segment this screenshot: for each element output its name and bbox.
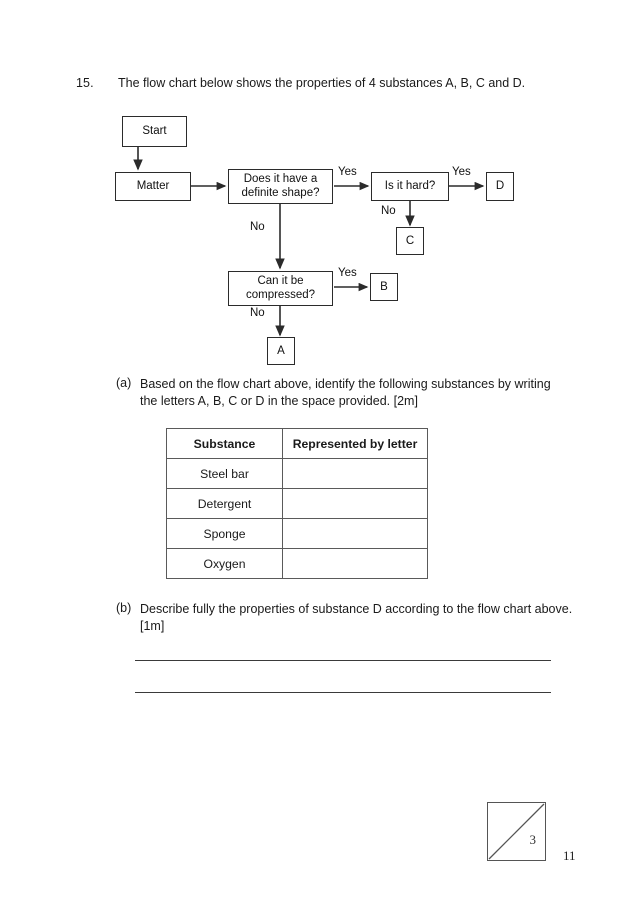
flowchart-node-a: A	[267, 337, 295, 365]
table-header-substance: Substance	[166, 428, 283, 459]
flowchart-node-definite-shape-label: Does it have a definite shape?	[241, 173, 320, 199]
part-a-marker: (a)	[116, 376, 132, 390]
answer-line-1[interactable]	[135, 660, 551, 661]
flowchart-node-b-label: B	[380, 280, 388, 293]
answer-line-2[interactable]	[135, 692, 551, 693]
flowchart-node-matter: Matter	[115, 172, 191, 201]
table-cell-letter-input[interactable]	[282, 488, 428, 519]
question-prompt: The flow chart below shows the propertie…	[118, 76, 526, 90]
table-row: Oxygen	[166, 548, 428, 579]
table-row: Steel bar	[166, 458, 428, 489]
part-b-text: Describe fully the properties of substan…	[140, 602, 573, 633]
table-cell-letter-input[interactable]	[282, 548, 428, 579]
marks-value: 3	[529, 832, 537, 847]
table-cell-substance: Detergent	[166, 488, 283, 519]
table-row: Detergent	[166, 488, 428, 519]
flowchart-edge-label-shape-no: No	[250, 221, 265, 233]
flowchart-node-compressed: Can it be compressed?	[228, 271, 333, 306]
flowchart-edge-label-hard-yes: Yes	[452, 166, 471, 178]
table-cell-substance: Sponge	[166, 518, 283, 549]
flowchart-node-d: D	[486, 172, 514, 201]
flowchart-node-matter-label: Matter	[136, 180, 170, 192]
flowchart-edge-label-compress-yes: Yes	[338, 267, 357, 279]
flowchart-node-c-label: C	[405, 234, 415, 247]
page-number: 11	[563, 848, 576, 863]
flowchart-node-start-label: Start	[142, 125, 167, 137]
table-cell-letter-input[interactable]	[282, 458, 428, 489]
flowchart-node-compressed-label: Can it be compressed?	[245, 275, 316, 301]
flowchart-edge-label-compress-no: No	[250, 307, 265, 319]
marks-box: 3	[487, 802, 546, 861]
flowchart-edge-label-hard-no: No	[381, 205, 396, 217]
flowchart-node-is-hard: Is it hard?	[371, 172, 449, 201]
substance-answer-table: Substance Represented by letter Steel ba…	[166, 428, 428, 579]
table-cell-substance: Steel bar	[166, 458, 283, 489]
flowchart-node-c: C	[396, 227, 424, 255]
table-header-row: Substance Represented by letter	[166, 428, 428, 459]
flowchart-edge-label-shape-yes: Yes	[338, 166, 357, 178]
part-a-text: Based on the flow chart above, identify …	[140, 377, 551, 408]
flowchart-node-definite-shape: Does it have a definite shape?	[228, 169, 333, 204]
flowchart-node-start: Start	[122, 116, 187, 147]
flowchart-node-b: B	[370, 273, 398, 301]
question-number: 15.	[76, 76, 94, 90]
table-header-letter: Represented by letter	[282, 428, 428, 459]
flowchart-node-is-hard-label: Is it hard?	[384, 180, 436, 192]
table-cell-letter-input[interactable]	[282, 518, 428, 549]
flowchart: Start Matter Does it have a definite sha…	[0, 0, 638, 380]
marks-box-diagonal-icon	[488, 803, 545, 860]
table-row: Sponge	[166, 518, 428, 549]
flowchart-node-a-label: A	[277, 344, 285, 357]
table-cell-substance: Oxygen	[166, 548, 283, 579]
flowchart-node-d-label: D	[495, 180, 505, 192]
part-b-marker: (b)	[116, 601, 132, 615]
